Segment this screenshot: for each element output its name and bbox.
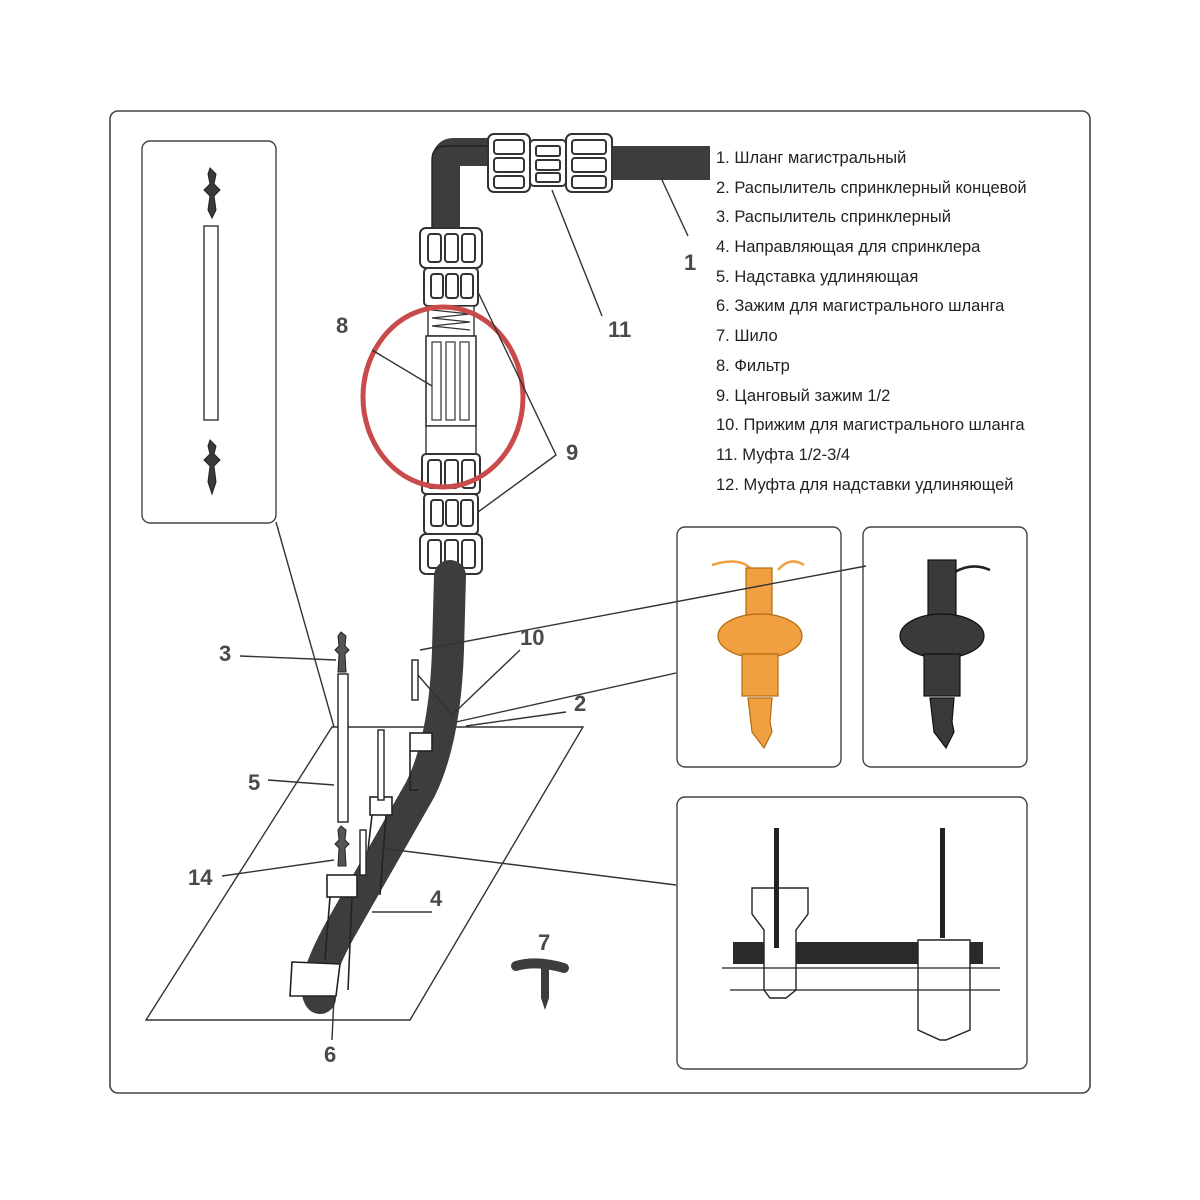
legend-item: 1. Шланг магистральный (716, 149, 907, 167)
cross-section-illustration (722, 828, 1000, 1041)
legend-item: 5. Надставка удлиняющая (716, 267, 919, 286)
filter (425, 305, 477, 455)
callout-11: 11 (608, 317, 631, 342)
end-sprinkler-illustration (711, 560, 805, 750)
legend-item: 8. Фильтр (716, 356, 790, 375)
collet-clamp-top (419, 227, 483, 307)
ground-plane (144, 726, 585, 1021)
coupling-1-2-3-4 (487, 133, 613, 193)
legend-item: 7. Шило (716, 327, 778, 346)
legend-item: 2. Распылитель спринклерный концевой (716, 178, 1027, 197)
callout-5: 5 (248, 770, 260, 795)
callout-8: 8 (336, 313, 348, 338)
legend-item: 10. Прижим для магистрального шланга (716, 416, 1025, 435)
leader-lines (221, 179, 867, 1041)
callout-6: 6 (324, 1042, 336, 1067)
callout-10: 10 (520, 625, 544, 650)
main-hose-top (431, 138, 710, 235)
legend-item: 12. Муфта для надставки удлиняющей (716, 475, 1014, 494)
hose-clamps (289, 732, 433, 997)
callout-1: 1 (684, 250, 696, 275)
callout-7: 7 (538, 930, 550, 955)
panel-extension-parts (203, 167, 221, 496)
callout-3: 3 (219, 641, 231, 666)
legend-item: 3. Распылитель спринклерный (716, 208, 951, 227)
outer-frame (109, 110, 1091, 1094)
callout-2: 2 (574, 691, 586, 716)
extension-assembly (334, 631, 350, 867)
awl-tool (511, 958, 569, 1010)
filter-highlight-circle (360, 304, 526, 490)
callout-14: 14 (188, 865, 213, 890)
callout-4: 4 (430, 886, 443, 911)
legend-item: 4. Направляющая для спринклера (716, 238, 981, 257)
collet-clamp-bottom (419, 453, 483, 575)
parts-legend: 1. Шланг магистральный 2. Распылитель сп… (716, 144, 1027, 500)
callout-9: 9 (566, 440, 578, 465)
legend-item: 6. Зажим для магистрального шланга (716, 297, 1005, 316)
legend-item: 9. Цанговый зажим 1/2 (716, 386, 891, 405)
legend-item: 11. Муфта 1/2-3/4 (716, 445, 851, 464)
hose-sprinklers (359, 659, 419, 876)
panel-cross-section (676, 796, 1028, 1070)
sprinkler-illustration (899, 559, 991, 750)
